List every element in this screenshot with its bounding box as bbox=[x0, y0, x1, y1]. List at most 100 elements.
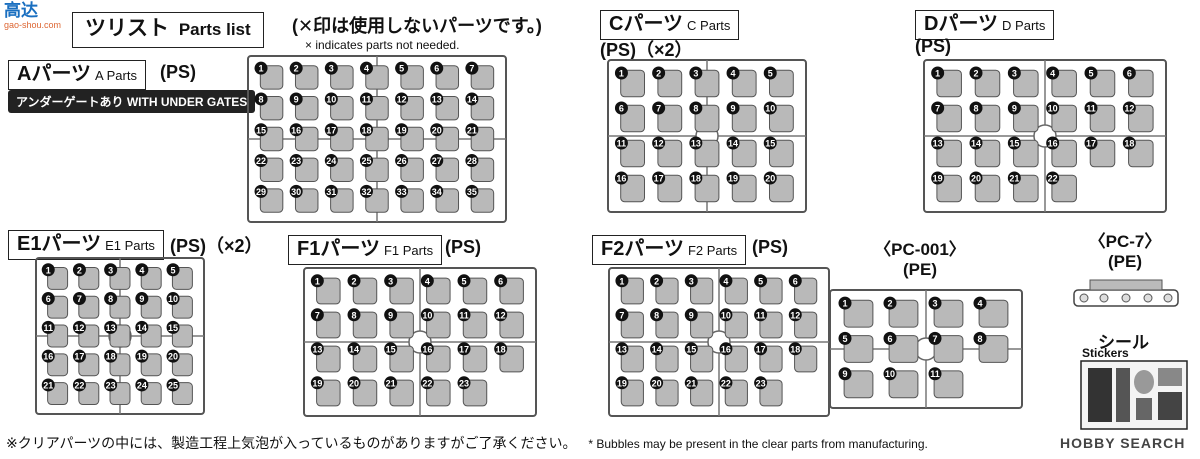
part-number-badge bbox=[614, 66, 628, 80]
part-number: 19 bbox=[728, 174, 738, 184]
part-number-badge bbox=[614, 136, 628, 150]
part-number: 22 bbox=[721, 378, 731, 388]
section-e1-en: E1 Parts bbox=[105, 238, 155, 253]
runner-part bbox=[974, 174, 1001, 203]
part-number-badge bbox=[104, 320, 118, 334]
part-number: 7 bbox=[935, 104, 940, 114]
part-number: 13 bbox=[691, 139, 701, 149]
part-number-badge bbox=[1122, 101, 1136, 115]
section-e1-material: (PS)（×2） bbox=[170, 236, 263, 256]
part-number: 13 bbox=[432, 94, 442, 104]
part-number-badge bbox=[457, 376, 471, 390]
part-number-badge bbox=[719, 274, 733, 288]
part-number-badge bbox=[324, 154, 338, 168]
runner-part bbox=[1013, 174, 1039, 203]
part-number: 8 bbox=[977, 334, 982, 344]
part-number: 35 bbox=[467, 187, 477, 197]
part-number-badge bbox=[1046, 171, 1060, 185]
part-number-badge bbox=[41, 292, 55, 306]
part-number-badge bbox=[420, 274, 434, 288]
part-number: 22 bbox=[422, 378, 432, 388]
part-number: 21 bbox=[686, 378, 696, 388]
part-number: 25 bbox=[168, 380, 178, 390]
part-number-badge bbox=[838, 331, 852, 345]
part-number-badge bbox=[614, 101, 628, 115]
pc7-name: 〈PC-7〉 bbox=[1088, 232, 1162, 251]
logo-kanji: 高达 bbox=[4, 1, 38, 20]
part-number-badge bbox=[969, 171, 983, 185]
part-number: 19 bbox=[933, 174, 943, 184]
part-number-badge bbox=[347, 342, 361, 356]
runner-part bbox=[888, 335, 919, 363]
part-number: 5 bbox=[1088, 69, 1093, 79]
part-number-badge bbox=[310, 274, 324, 288]
part-number-badge bbox=[1007, 171, 1021, 185]
part-number-badge bbox=[689, 66, 703, 80]
section-e1-jp: E1パーツ bbox=[17, 233, 102, 255]
part-number: 8 bbox=[108, 294, 113, 304]
part-number-badge bbox=[726, 136, 740, 150]
part-number: 20 bbox=[765, 174, 775, 184]
unused-note-en: × indicates parts not needed. bbox=[305, 38, 460, 52]
part-number-badge bbox=[883, 296, 897, 310]
part-number: 14 bbox=[467, 94, 477, 104]
part-number-badge bbox=[166, 378, 180, 392]
part-number: 3 bbox=[689, 276, 694, 286]
part-number-badge bbox=[310, 342, 324, 356]
section-a-jp: Aパーツ bbox=[17, 63, 92, 85]
part-number: 6 bbox=[46, 294, 51, 304]
part-number-badge bbox=[931, 171, 945, 185]
part-number: 3 bbox=[693, 69, 698, 79]
part-number: 20 bbox=[168, 352, 178, 362]
part-number: 10 bbox=[885, 369, 895, 379]
part-number-badge bbox=[650, 308, 664, 322]
part-number-badge bbox=[104, 292, 118, 306]
part-number-badge bbox=[754, 376, 768, 390]
part-number: 1 bbox=[619, 69, 624, 79]
part-number: 16 bbox=[616, 174, 626, 184]
part-number-badge bbox=[754, 274, 768, 288]
part-number: 1 bbox=[259, 64, 264, 74]
part-number-badge bbox=[931, 136, 945, 150]
section-f2-jp: F2パーツ bbox=[601, 238, 684, 260]
part-number-badge bbox=[395, 92, 409, 106]
runner-part bbox=[843, 335, 874, 363]
part-number: 13 bbox=[933, 139, 943, 149]
runner-part bbox=[1089, 104, 1116, 133]
runner-part bbox=[1128, 69, 1154, 98]
section-c-jp: Cパーツ bbox=[609, 13, 684, 35]
part-number: 1 bbox=[935, 69, 940, 79]
part-number-badge bbox=[465, 123, 479, 137]
section-f2-material: (PS) bbox=[752, 237, 788, 257]
part-number-badge bbox=[494, 342, 508, 356]
part-number: 26 bbox=[397, 156, 407, 166]
part-number: 28 bbox=[467, 156, 477, 166]
part-number: 5 bbox=[399, 64, 404, 74]
section-f1-en: F1 Parts bbox=[383, 243, 434, 258]
part-number: 6 bbox=[1127, 69, 1132, 79]
unused-note-jp: (✕印は使用しないパーツです。) bbox=[292, 16, 542, 36]
part-number-badge bbox=[719, 342, 733, 356]
part-number: 25 bbox=[361, 156, 371, 166]
part-number-badge bbox=[1084, 136, 1098, 150]
part-number: 19 bbox=[137, 352, 147, 362]
part-number-badge bbox=[254, 184, 268, 198]
runner-part bbox=[936, 104, 962, 133]
part-number: 16 bbox=[422, 344, 432, 354]
part-number-badge bbox=[359, 184, 373, 198]
part-number: 2 bbox=[654, 276, 659, 286]
part-number-badge bbox=[430, 184, 444, 198]
part-number: 8 bbox=[351, 310, 356, 320]
section-d-jp: Dパーツ bbox=[924, 13, 999, 35]
part-number: 19 bbox=[397, 125, 407, 135]
part-number: 34 bbox=[432, 187, 442, 197]
part-number-badge bbox=[465, 61, 479, 75]
part-number: 10 bbox=[765, 104, 775, 114]
part-number-badge bbox=[72, 349, 86, 363]
section-c-en: C Parts bbox=[687, 18, 731, 33]
part-number: 11 bbox=[756, 310, 766, 320]
part-number-badge bbox=[457, 274, 471, 288]
part-number-badge bbox=[104, 263, 118, 277]
part-number-badge bbox=[41, 378, 55, 392]
